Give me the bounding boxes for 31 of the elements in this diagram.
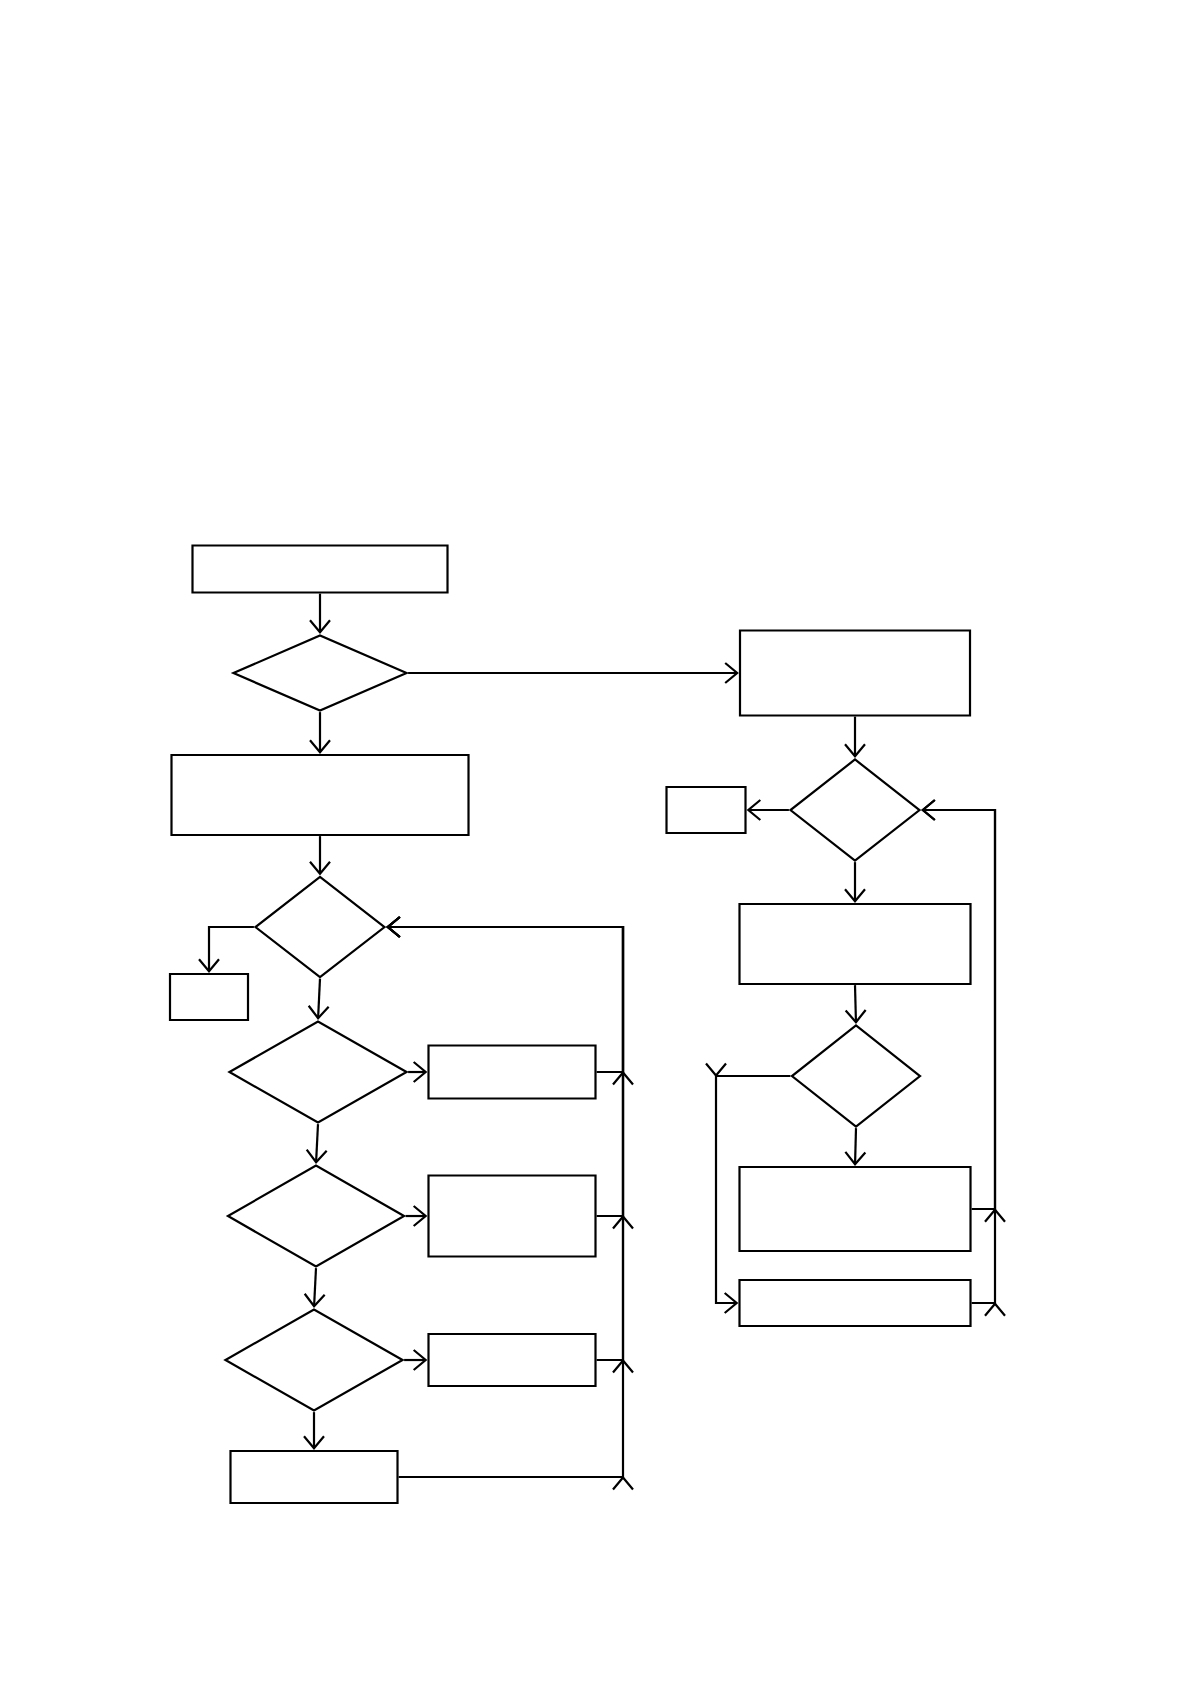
arrow: [844, 1128, 867, 1166]
arrow: [404, 1349, 428, 1371]
arrow: [705, 1062, 791, 1314]
process-box: [738, 1165, 972, 1253]
arrow: [746, 799, 789, 821]
arrow: [303, 1412, 325, 1450]
arrow: [303, 1268, 326, 1308]
decision-diamond: [790, 1024, 922, 1128]
arrow: [386, 916, 634, 1491]
arrow: [921, 799, 1006, 1317]
arrow: [844, 716, 866, 758]
arrow: [844, 985, 867, 1024]
process-box: [168, 972, 250, 1022]
process-box: [427, 1332, 597, 1388]
arrow: [309, 712, 331, 754]
arrow: [305, 1124, 328, 1164]
process-box: [170, 753, 470, 837]
arrow: [844, 862, 866, 903]
process-box: [427, 1044, 597, 1100]
arrow: [309, 593, 331, 634]
arrow: [408, 662, 739, 684]
process-box: [191, 544, 449, 594]
arrow: [198, 925, 254, 973]
process-box: [738, 1278, 972, 1328]
process-box: [665, 785, 747, 835]
process-box: [738, 902, 972, 986]
arrow: [309, 836, 331, 876]
process-box: [738, 629, 972, 717]
arrow: [307, 978, 330, 1020]
process-box: [427, 1174, 597, 1258]
process-box: [229, 1449, 399, 1505]
